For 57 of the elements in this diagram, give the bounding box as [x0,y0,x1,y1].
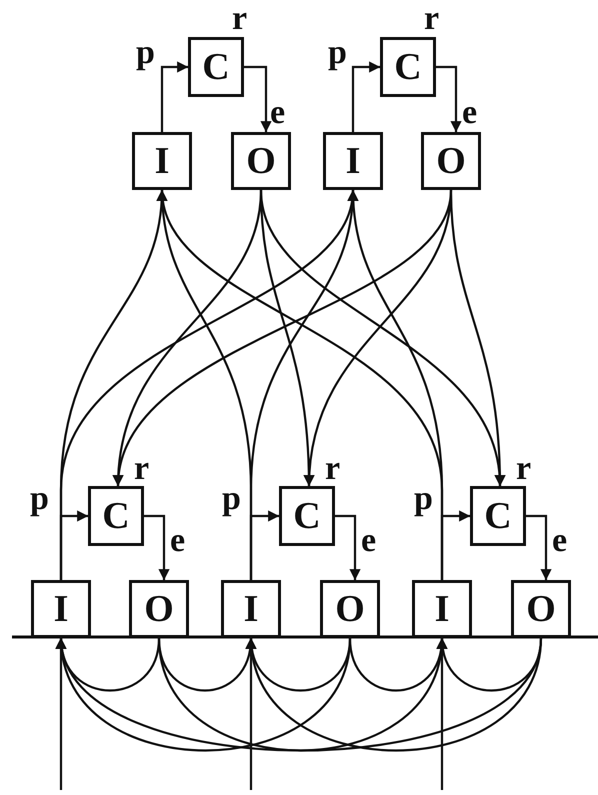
signal-label: r [134,452,150,486]
arrow [352,61,380,132]
block-letter: C [202,48,230,86]
arrow [436,66,462,132]
block-box [511,580,571,638]
arrow [144,514,170,580]
block-box [88,486,144,546]
block-letter: I [434,590,450,628]
edge-label: p [136,36,155,70]
edge-label: p [222,482,241,516]
arrow [335,514,361,580]
block-letter: C [102,497,130,535]
block-box [129,580,189,638]
block-box [221,580,281,638]
signal-label: r [424,2,440,36]
block-letter: I [244,590,258,628]
block-box [279,486,335,546]
block-letter: O [246,142,276,180]
block-box [320,580,380,638]
arrow [244,66,272,132]
block-letter: I [154,142,170,180]
block-letter: I [346,142,360,180]
signal-label: r [325,452,340,486]
signal-label: r [516,452,532,486]
arrow [160,61,188,132]
block-box [132,132,192,190]
block-letter: C [293,497,321,535]
block-letter: O [526,590,556,628]
block-letter: I [54,590,68,628]
arrow [526,514,552,580]
edge-label: e [270,96,286,130]
edge-label: e [462,96,478,130]
arrow [436,638,448,790]
block-box [188,37,244,97]
block-letter: O [144,590,174,628]
block-letter: O [436,142,466,180]
edge-label: p [414,482,433,516]
signal-label: r [232,2,248,36]
block-box [412,580,472,638]
block-box [470,486,526,546]
block-box [231,132,291,190]
arrow [450,190,506,486]
edge-label: e [170,524,186,558]
block-box [31,580,91,638]
block-box [380,37,436,97]
edge-label: p [30,482,49,516]
arrow [348,190,444,580]
block-box [323,132,383,190]
edge-label: e [552,524,568,558]
block-letter: C [484,497,512,535]
edge-label: p [328,36,347,70]
block-box [421,132,481,190]
block-letter: O [335,590,365,628]
edge-label: e [361,524,376,558]
arrow [55,638,67,790]
arrow [245,638,257,790]
block-letter: C [394,48,422,86]
